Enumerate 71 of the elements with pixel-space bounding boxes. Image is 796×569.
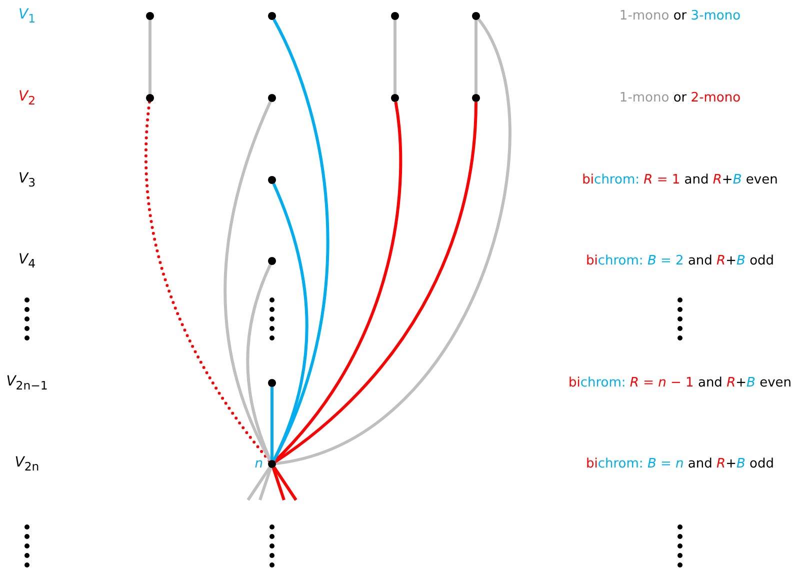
edge-line: [272, 467, 286, 500]
condition-text: bi: [568, 376, 580, 390]
condition-text: odd: [750, 456, 774, 472]
condition-text: R: [712, 172, 722, 188]
edge-line: [258, 467, 272, 500]
condition-text: R: [726, 376, 736, 390]
condition-text: R = n − 1: [630, 376, 694, 390]
condition-text: +: [726, 254, 736, 268]
vertex-dot: [391, 94, 399, 102]
edge-line: [246, 264, 272, 461]
condition-text: B: [736, 456, 746, 472]
condition-text: bi: [582, 172, 594, 188]
vertex-dot: [268, 379, 276, 387]
edge-line: [148, 20, 152, 94]
vertex-dot: [146, 94, 154, 102]
condition-text: +: [736, 376, 747, 390]
condition-text: B: [746, 376, 756, 390]
edge-line: [224, 101, 272, 462]
condition-text: and: [684, 172, 709, 188]
edge-line: [272, 183, 308, 462]
edge-line: [144, 100, 271, 462]
condition-text: +: [726, 456, 736, 472]
vertex-dot: [268, 176, 276, 184]
condition-text: +: [722, 172, 733, 188]
vertex-dot: [391, 12, 399, 20]
condition-text: bi: [586, 456, 598, 472]
vertex-class-label: V$_{2n}$: [14, 454, 40, 474]
vertex-class-label: V$_{4}$: [18, 252, 36, 270]
edge-line: [272, 466, 298, 501]
vertex-dot: [268, 12, 276, 20]
vertex-class-label: V$_{2n−1}$: [6, 374, 48, 392]
condition-text: chrom:: [598, 456, 644, 472]
edge-line: [394, 20, 396, 94]
condition-text: bi: [586, 254, 598, 268]
edge-line: [246, 466, 272, 501]
condition-text: and: [698, 376, 722, 390]
condition-text: R: [716, 456, 726, 472]
vertex-dot: [268, 94, 276, 102]
condition-text: R: [716, 254, 726, 268]
vertex-class-label: V$_{3}$: [18, 170, 36, 190]
condition-text: R = 1: [644, 172, 680, 188]
condition-text: even: [760, 376, 792, 390]
condition-text: B: [736, 254, 746, 268]
condition-text: or: [673, 8, 687, 24]
condition-text: or: [673, 90, 687, 106]
condition-text: and: [688, 456, 712, 472]
condition-text: B = 2: [647, 254, 684, 268]
vertex-class-label: V$_{1}$: [18, 6, 36, 26]
vertex-dot: [472, 94, 480, 102]
condition-text: 1-mono: [619, 8, 670, 24]
edge-line: [270, 387, 274, 460]
edge-line: [274, 102, 478, 464]
vertex-dot: [268, 257, 276, 265]
condition-text: and: [688, 254, 712, 268]
vertex-label: n: [254, 456, 263, 472]
vertex-class-label: V$_{2}$: [18, 88, 36, 108]
condition-text: 2-mono: [690, 90, 741, 106]
condition-text: chrom:: [598, 254, 644, 268]
condition-text: B: [732, 172, 742, 188]
edge-line: [276, 18, 512, 465]
vertex-dot: [472, 12, 480, 20]
condition-text: chrom:: [580, 376, 626, 390]
condition-text: odd: [750, 254, 774, 268]
condition-text: chrom:: [594, 172, 640, 188]
condition-text: 1-mono: [619, 90, 670, 106]
edge-line: [474, 20, 478, 94]
condition-text: B = n: [647, 456, 684, 472]
condition-text: even: [746, 172, 778, 188]
edge-line: [274, 102, 402, 462]
vertex-dot: [146, 12, 154, 20]
condition-text: 3-mono: [690, 8, 741, 24]
